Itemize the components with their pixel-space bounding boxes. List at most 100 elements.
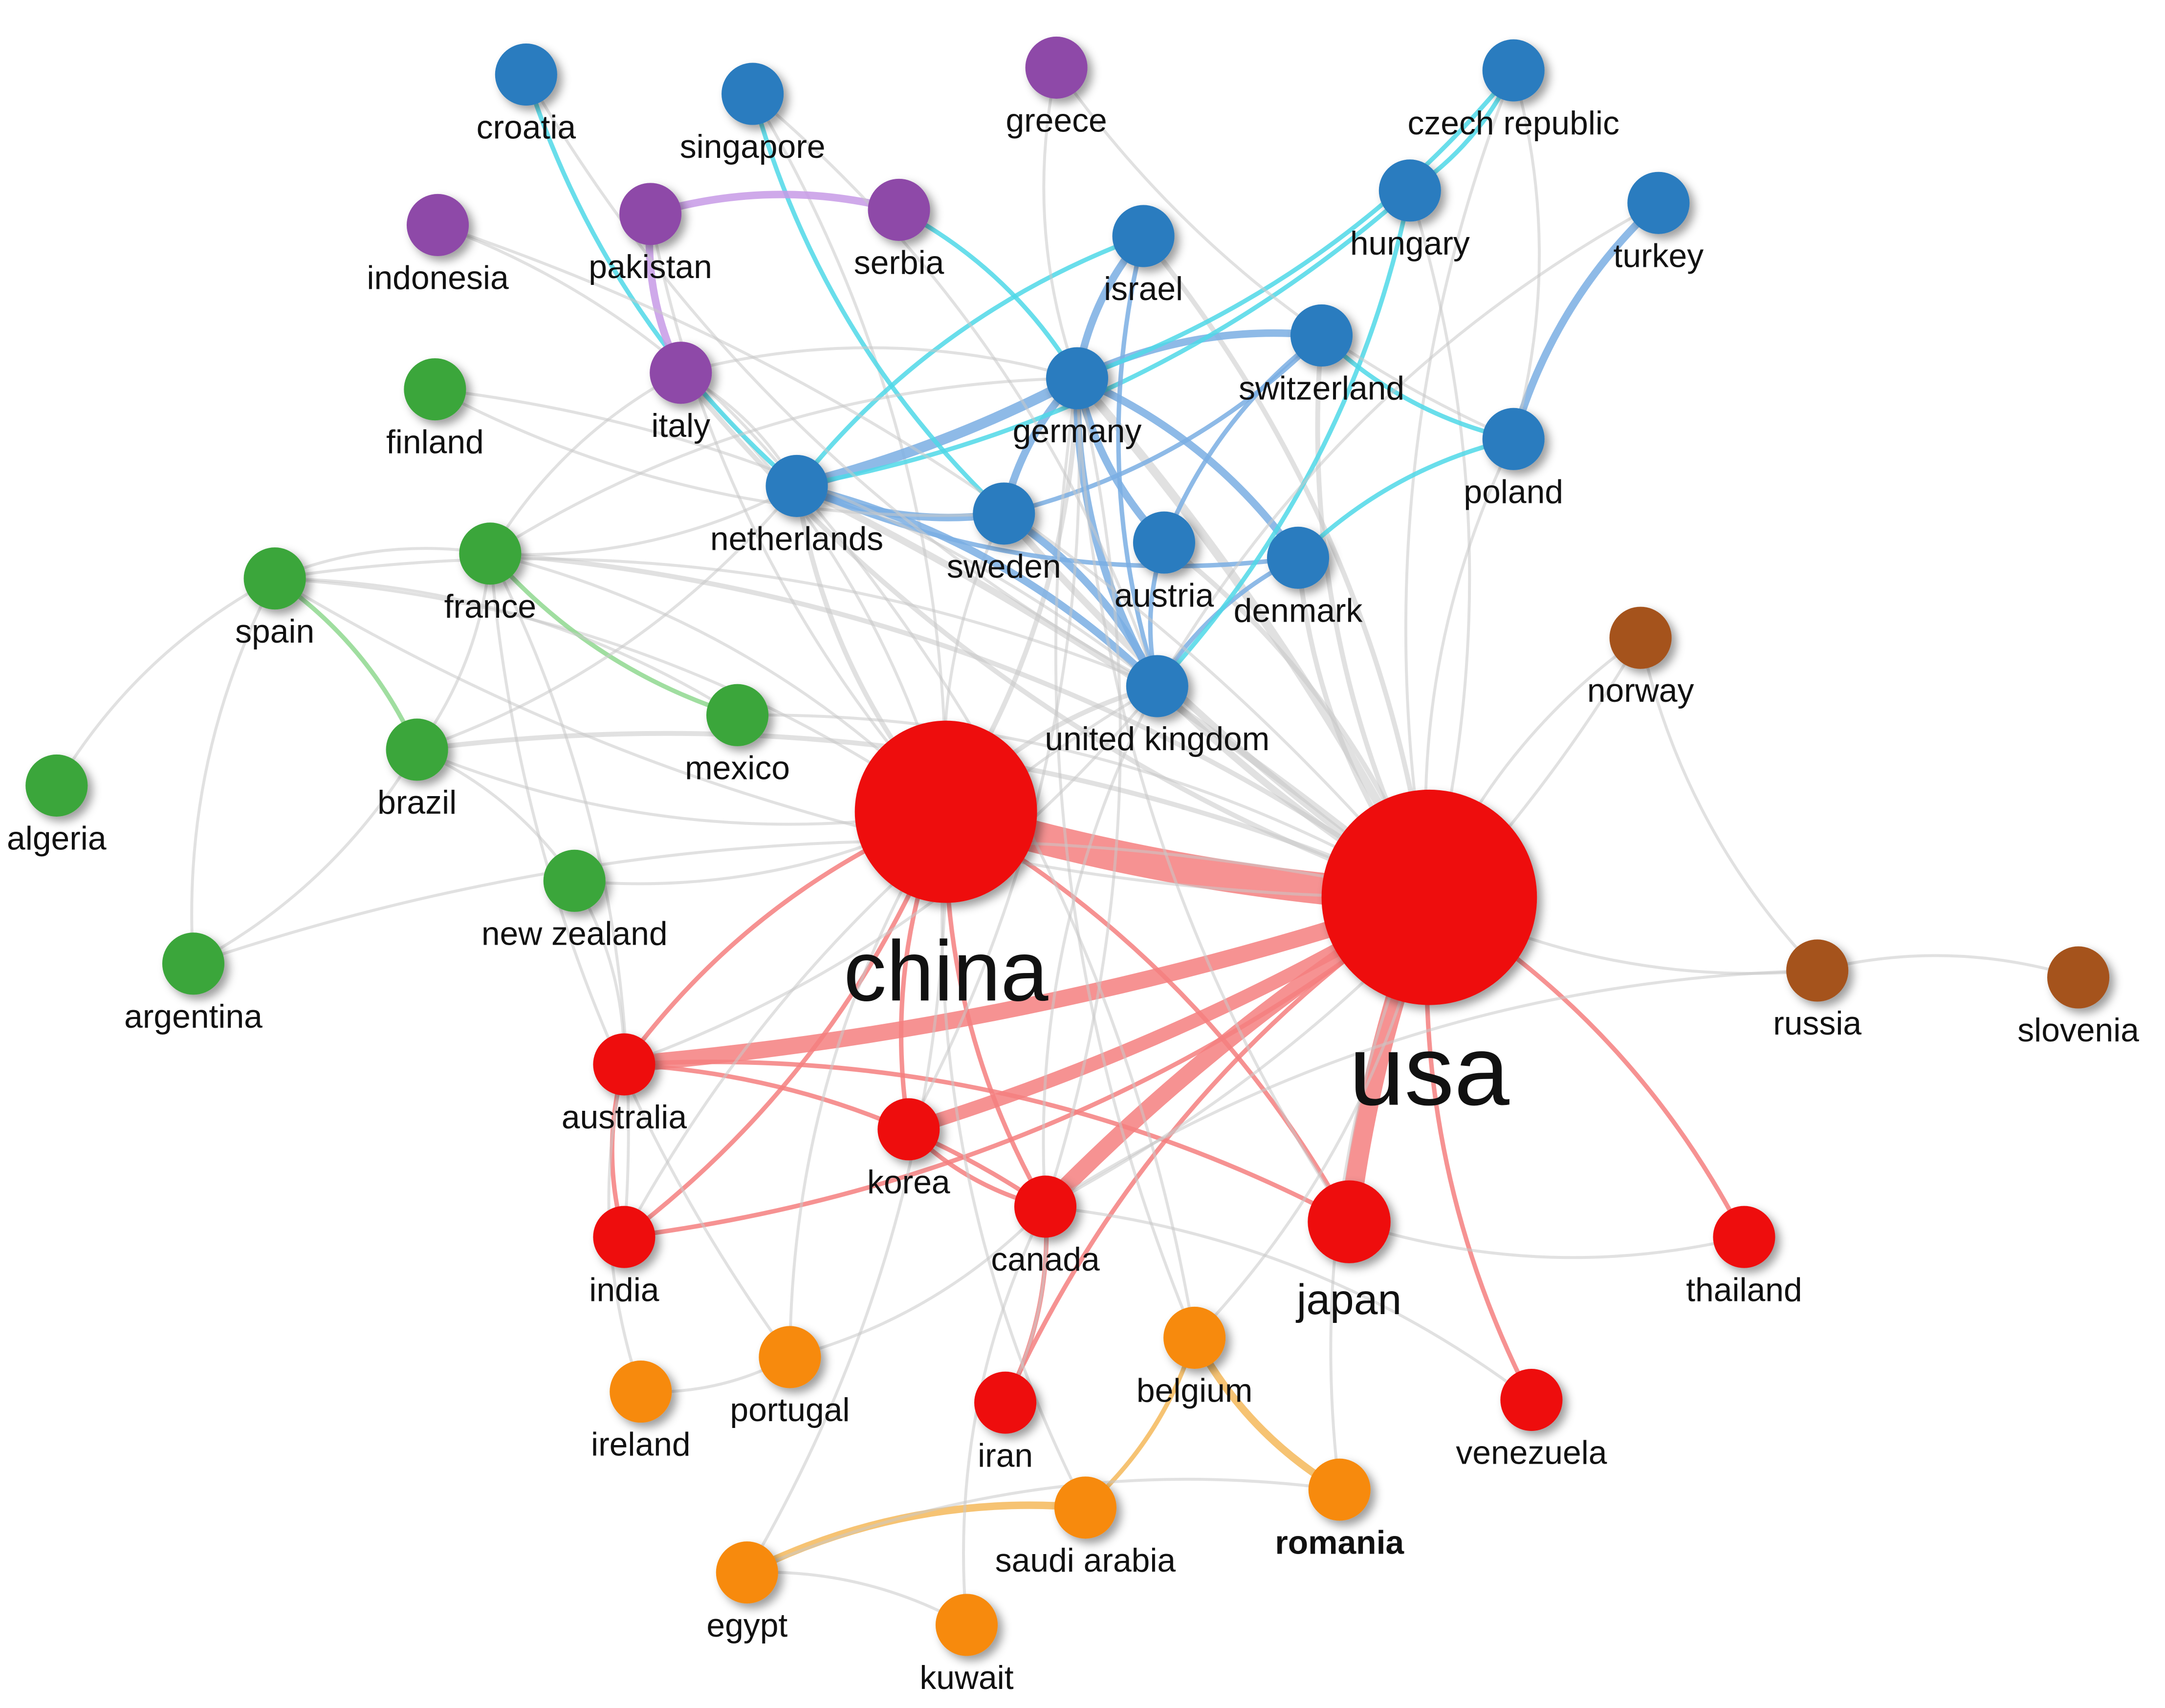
label-india: india [589, 1272, 659, 1308]
node-russia[interactable] [1786, 939, 1849, 1002]
label-thailand: thailand [1686, 1272, 1802, 1308]
node-singapore[interactable] [722, 63, 784, 125]
node-indonesia[interactable] [406, 194, 469, 257]
label-ireland: ireland [591, 1427, 691, 1463]
link-spain-brazil [272, 576, 419, 752]
label-spain: spain [235, 613, 314, 650]
label-argentina: argentina [124, 998, 262, 1035]
link-romania-egypt [745, 1477, 1341, 1574]
link-italy-germany [679, 346, 1079, 380]
node-netherlands[interactable] [765, 454, 828, 517]
node-brazil[interactable] [386, 718, 448, 781]
label-iran: iran [978, 1437, 1033, 1474]
label-belgium: belgium [1137, 1373, 1252, 1409]
node-czech-republic[interactable] [1482, 39, 1545, 102]
link-greece-poland [1055, 66, 1515, 441]
node-pakistan[interactable] [619, 183, 682, 245]
label-turkey: turkey [1614, 238, 1704, 274]
link-austria-switzerland [1161, 333, 1324, 545]
label-canada: canada [991, 1241, 1100, 1278]
node-iran[interactable] [974, 1371, 1037, 1434]
link-thailand-japan [1348, 1220, 1746, 1259]
node-ireland[interactable] [610, 1361, 672, 1423]
node-austria[interactable] [1133, 511, 1196, 574]
label-china: china [844, 923, 1049, 1019]
node-usa[interactable] [1321, 789, 1537, 1005]
link-czech-republic-germany [1074, 68, 1516, 381]
node-china[interactable] [854, 720, 1037, 903]
label-korea: korea [867, 1164, 950, 1201]
label-poland: poland [1464, 474, 1563, 510]
label-denmark: denmark [1234, 592, 1363, 629]
label-portugal: portugal [730, 1392, 850, 1428]
label-italy: italy [651, 408, 710, 444]
node-korea[interactable] [877, 1098, 940, 1161]
node-australia[interactable] [593, 1033, 656, 1096]
node-spain[interactable] [243, 547, 306, 610]
node-poland[interactable] [1482, 408, 1545, 470]
link-spain-algeria [55, 577, 277, 787]
label-saudi-arabia: saudi arabia [995, 1542, 1176, 1579]
link-brazil-netherlands [416, 484, 799, 751]
node-switzerland[interactable] [1290, 304, 1353, 367]
node-france[interactable] [459, 522, 522, 585]
link-brazil-argentina [192, 748, 419, 965]
label-brazil: brazil [377, 784, 457, 821]
link-egypt-kuwait [745, 1571, 968, 1627]
link-sweden-singapore [750, 91, 1006, 516]
node-romania[interactable] [1308, 1458, 1371, 1521]
node-croatia[interactable] [495, 43, 557, 106]
node-serbia[interactable] [868, 178, 930, 241]
node-japan[interactable] [1308, 1180, 1391, 1263]
label-pakistan: pakistan [589, 249, 712, 285]
node-finland[interactable] [404, 358, 466, 421]
label-mexico: mexico [685, 750, 790, 786]
node-slovenia[interactable] [2047, 946, 2110, 1009]
label-australia: australia [562, 1099, 687, 1136]
label-singapore: singapore [680, 129, 826, 165]
node-india[interactable] [593, 1206, 656, 1268]
node-denmark[interactable] [1267, 526, 1330, 589]
node-portugal[interactable] [759, 1326, 821, 1388]
label-slovenia: slovenia [2017, 1012, 2139, 1049]
label-egypt: egypt [706, 1607, 787, 1644]
node-hungary[interactable] [1378, 159, 1441, 222]
node-thailand[interactable] [1713, 1206, 1775, 1268]
node-italy[interactable] [650, 342, 712, 404]
node-germany[interactable] [1046, 347, 1109, 410]
node-mexico[interactable] [706, 684, 769, 746]
label-romania: romania [1275, 1524, 1404, 1561]
label-usa: usa [1349, 1016, 1510, 1126]
link-portugal-france [488, 552, 791, 1359]
node-argentina[interactable] [162, 932, 225, 995]
node-sweden[interactable] [973, 482, 1035, 545]
node-egypt[interactable] [716, 1541, 778, 1604]
link-finland-sweden [433, 388, 1006, 517]
node-saudi-arabia[interactable] [1054, 1476, 1117, 1539]
node-turkey[interactable] [1627, 172, 1690, 234]
node-venezuela[interactable] [1500, 1368, 1563, 1431]
node-norway[interactable] [1609, 606, 1672, 669]
node-algeria[interactable] [25, 754, 88, 817]
link-netherlands-hungary [794, 188, 1412, 488]
link-spain-argentina [190, 577, 277, 965]
link-singapore-united-kingdom [751, 92, 1159, 688]
link-india-united-kingdom [622, 685, 1159, 1239]
link-turkey-united-kingdom [1156, 201, 1660, 688]
label-indonesia: indonesia [367, 260, 509, 297]
link-sweden-united-kingdom [1000, 510, 1161, 690]
node-israel[interactable] [1112, 205, 1175, 267]
node-kuwait[interactable] [935, 1594, 998, 1656]
node-belgium[interactable] [1163, 1306, 1226, 1369]
node-canada[interactable] [1014, 1175, 1077, 1238]
node-new-zealand[interactable] [543, 849, 606, 912]
link-denmark-poland [1295, 436, 1516, 560]
link-belgium-germany [1054, 377, 1196, 1340]
label-finland: finland [386, 424, 484, 461]
link-israel-united-kingdom [1116, 234, 1159, 689]
link-spain-united-kingdom [273, 557, 1159, 688]
node-united-kingdom[interactable] [1126, 655, 1188, 717]
link-germany-netherlands [791, 373, 1083, 492]
node-greece[interactable] [1025, 36, 1088, 99]
